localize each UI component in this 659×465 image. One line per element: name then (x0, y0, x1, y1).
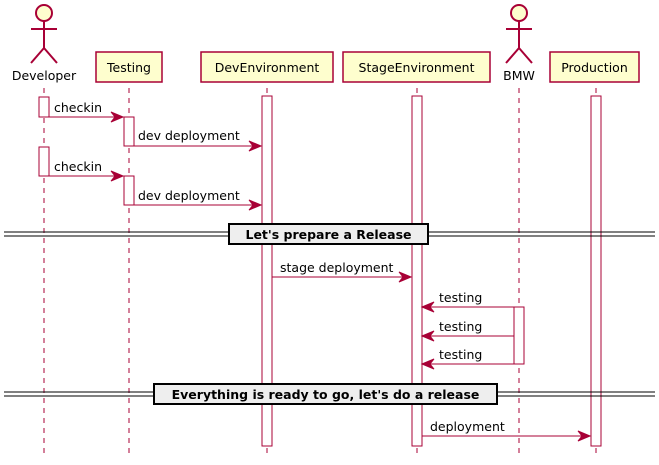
participant-label: DevEnvironment (215, 60, 320, 75)
message-dev-deployment-1: dev deployment (134, 128, 263, 152)
activation-testing-1 (123, 116, 135, 147)
activation-developer-1 (38, 96, 50, 118)
message-label: checkin (54, 159, 102, 174)
separator-label: Everything is ready to go, let's do a re… (172, 387, 480, 402)
actor-label: BMW (503, 68, 535, 83)
message-testing-2: testing (420, 319, 514, 342)
separator-ready-to-go: Everything is ready to go, let's do a re… (4, 383, 655, 405)
actor-bmw: BMW (503, 4, 535, 83)
activation-developer-2 (38, 146, 50, 177)
message-checkin-2: checkin (49, 159, 125, 182)
activation-bmw (513, 306, 525, 365)
message-label: checkin (54, 100, 102, 115)
separator-label: Let's prepare a Release (245, 227, 411, 242)
separator-prepare-release: Let's prepare a Release (4, 223, 655, 245)
message-label: testing (439, 347, 482, 362)
message-testing-3: testing (420, 347, 514, 370)
participant-devenv: DevEnvironment (200, 51, 334, 83)
participant-label: Production (561, 60, 628, 75)
participant-label: StageEnvironment (359, 60, 475, 75)
participant-testing: Testing (95, 51, 163, 83)
message-label: deployment (430, 419, 505, 434)
activation-stageenv (411, 95, 423, 447)
message-testing-1: testing (420, 290, 524, 313)
participant-stageenv: StageEnvironment (342, 51, 491, 83)
message-label: dev deployment (138, 188, 240, 203)
actor-icon (505, 4, 533, 64)
actor-developer: Developer (12, 4, 77, 83)
activation-testing-2 (123, 175, 135, 206)
message-checkin-1: checkin (49, 100, 125, 123)
message-dev-deployment-2: dev deployment (134, 188, 263, 211)
message-stage-deployment: stage deployment (272, 260, 413, 283)
participant-production: Production (549, 51, 640, 83)
message-label: testing (439, 290, 482, 305)
actor-label: Developer (12, 68, 77, 83)
participant-label: Testing (106, 60, 151, 75)
message-deployment: deployment (422, 419, 592, 442)
message-label: stage deployment (280, 260, 394, 275)
actor-icon (30, 4, 58, 64)
activation-production (590, 95, 602, 447)
activation-devenv (261, 95, 273, 447)
message-label: dev deployment (138, 128, 240, 143)
message-label: testing (439, 319, 482, 334)
